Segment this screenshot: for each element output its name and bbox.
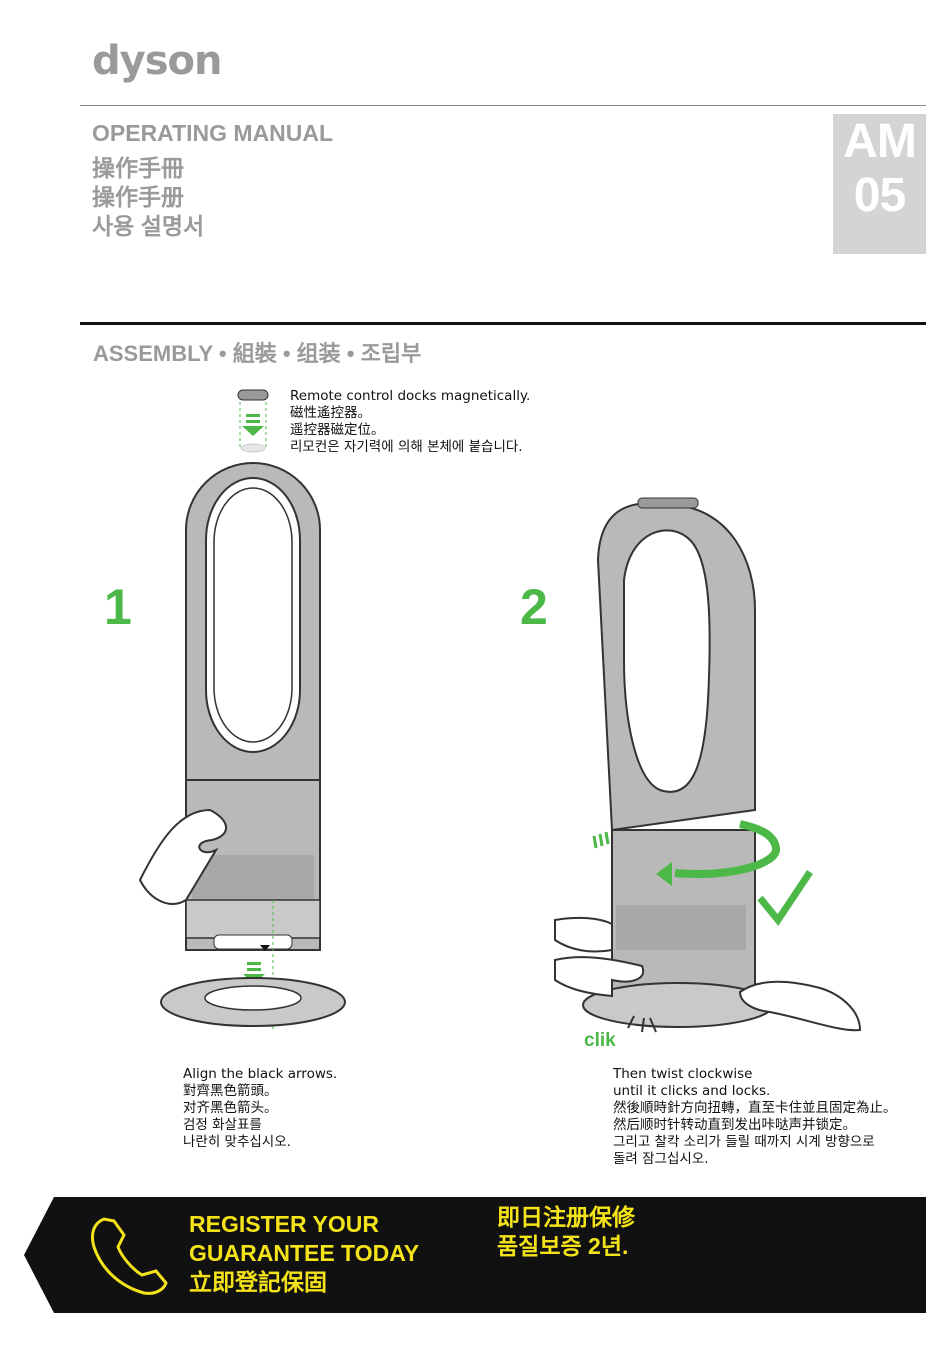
banner-line: 立即登記保固 [189,1269,327,1295]
section-divider [80,322,926,325]
manual-title-en: OPERATING MANUAL [92,120,334,146]
manual-title-zh-cn: 操作手册 [92,184,184,210]
model-badge [833,114,926,254]
step2-number: 2 [520,579,548,635]
step2-illustration [554,497,862,1033]
register-text-right[interactable]: 即日注册保修 품질보증 2년. [497,1203,635,1261]
caption-line: Then twist clockwise [613,1066,753,1082]
caption-line: 对齐黑色箭头。 [183,1100,278,1116]
step2-twist-caption: Then twist clockwise until it clicks and… [613,1066,897,1168]
register-banner [24,1197,926,1313]
remote-control [237,389,269,401]
phone-icon [90,1217,168,1295]
caption-line: 검정 화살표를 [183,1117,262,1133]
manual-title-zh-tw: 操作手冊 [92,155,184,181]
section-title: ASSEMBLY • 組裝 • 组装 • 조립부 [93,341,422,366]
header-divider [80,105,926,106]
step1-illustration [138,389,346,1030]
click-marks-icon [627,1015,657,1033]
model-line-2: 05 [853,169,906,222]
register-text-left[interactable]: REGISTER YOUR GUARANTEE TODAY 立即登記保固 [189,1210,419,1297]
model-line-1: AM [843,115,917,168]
step1-number: 1 [104,579,132,635]
banner-line: REGISTER YOUR [189,1211,379,1237]
caption-line: until it clicks and locks. [613,1083,771,1099]
alignment-arrow-icon [260,945,270,951]
caption-line: 리모컨은 자기력에 의해 본체에 붙습니다. [290,439,523,455]
motion-lines-icon [592,831,610,849]
caption-line: Align the black arrows. [183,1066,338,1082]
manual-title-ko: 사용 설명서 [92,213,205,239]
caption-line: 然後順時針方向扭轉，直至卡住並且固定為止。 [613,1100,897,1116]
hand-illustration [554,916,613,953]
check-icon [757,870,813,926]
dyson-logo: dyson [92,38,222,84]
hand-illustration [738,980,862,1032]
banner-line: 即日注册保修 [497,1204,635,1230]
twist-arrow-icon [674,820,780,878]
banner-line: GUARANTEE TODAY [189,1240,420,1266]
caption-line: 돌려 잠그십시오. [613,1151,709,1167]
step1-remote-caption: Remote control docks magnetically. 磁性遙控器… [290,388,530,456]
step1-align-caption: Align the black arrows. 對齊黑色箭頭。 对齐黑色箭头。 … [183,1066,337,1151]
caption-line: 그리고 찰칵 소리가 들릴 때까지 시계 방향으로 [613,1134,875,1150]
remote-control [637,497,699,509]
caption-line: 對齊黑色箭頭。 [183,1083,278,1099]
caption-line: 遥控器磁定位。 [290,422,385,438]
caption-line: 나란히 맞추십시오. [183,1134,291,1150]
hand-illustration [138,808,227,905]
banner-line: 품질보증 2년. [497,1233,629,1259]
click-sound-label: clik [584,1030,616,1051]
down-arrow-icon [242,414,264,436]
caption-line: 磁性遙控器。 [290,405,371,421]
caption-line: Remote control docks magnetically. [290,388,531,404]
hand-illustration [554,956,645,998]
caption-line: 然后顺时针转动直到发出咔哒声并锁定。 [613,1117,856,1133]
